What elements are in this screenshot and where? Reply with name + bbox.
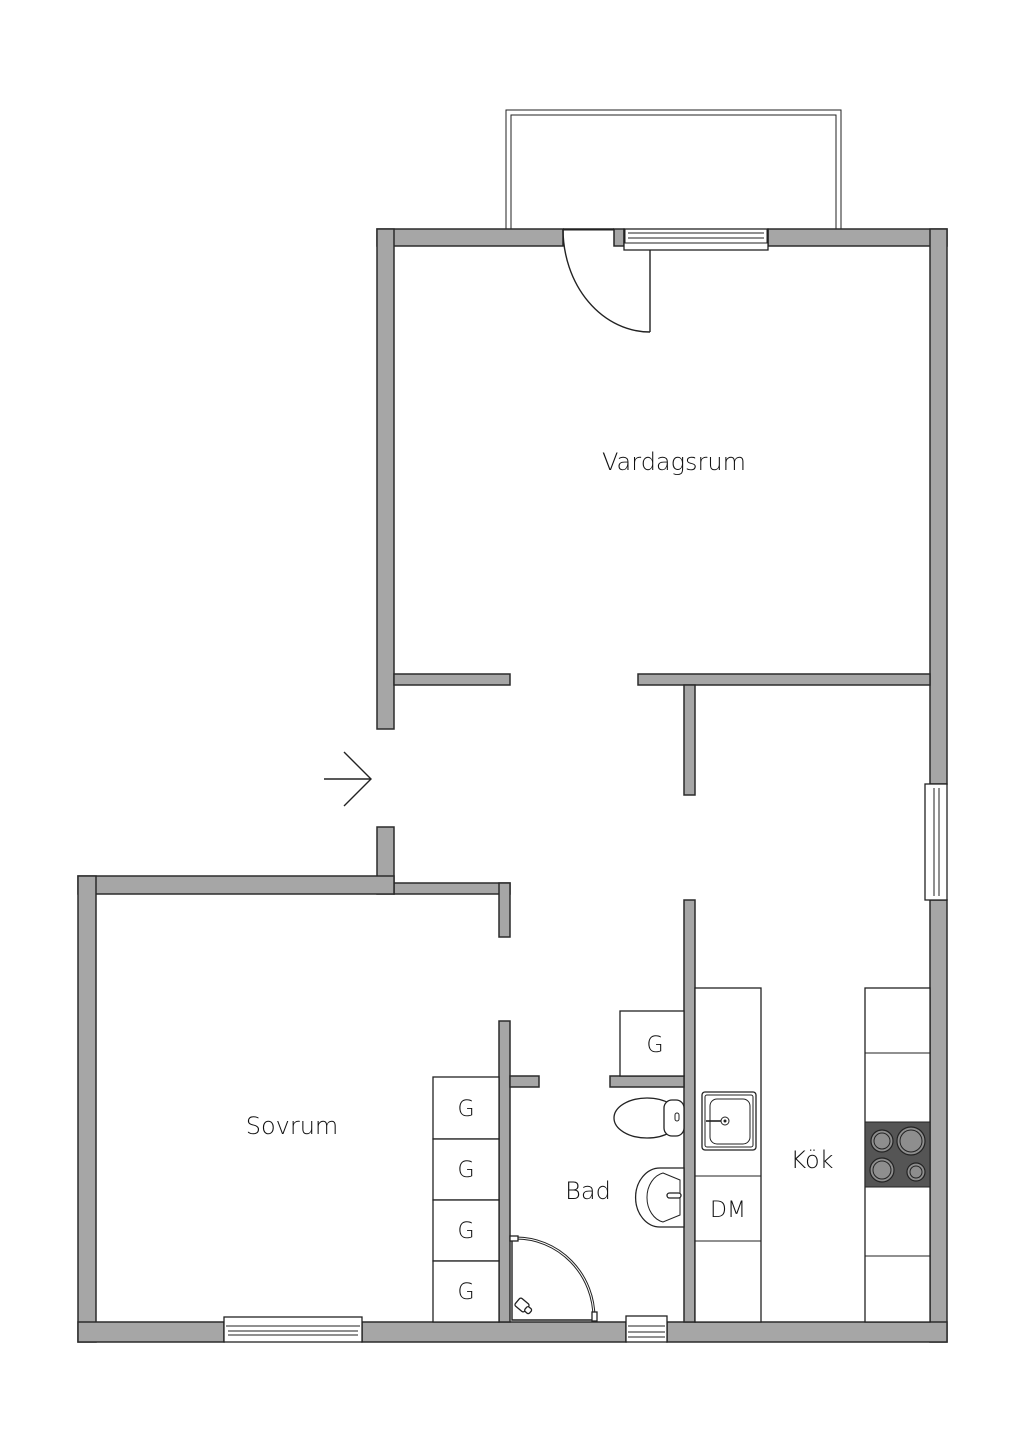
wardrobe-label: G — [646, 1033, 663, 1058]
shower-icon — [509, 1235, 598, 1322]
hob-icon — [864, 1121, 931, 1188]
entrance-arrow-icon — [324, 751, 372, 807]
room-label-bathroom: Bad — [565, 1177, 611, 1205]
room-label-kitchen: Kök — [790, 1146, 833, 1174]
window-bedroom-bottom — [223, 1316, 363, 1343]
walls — [77, 228, 948, 1343]
bath-sink-icon — [635, 1167, 685, 1228]
window-living-top — [623, 228, 769, 251]
bedroom-wardrobes — [432, 1076, 500, 1323]
wardrobe-label: G — [457, 1280, 474, 1305]
room-label-living: Vardagsrum — [602, 448, 746, 476]
wardrobe-label: G — [457, 1097, 474, 1122]
hall-wardrobe — [619, 1010, 685, 1077]
wardrobe-label: G — [457, 1158, 474, 1183]
dishwasher-label: DM — [710, 1198, 746, 1223]
room-label-bedroom: Sovrum — [246, 1112, 339, 1140]
kitchen-left-counter — [694, 987, 762, 1323]
toilet-icon — [613, 1097, 685, 1139]
wardrobe-label: G — [457, 1219, 474, 1244]
kitchen-sink-icon — [701, 1091, 757, 1151]
balcony — [505, 109, 842, 231]
window-kitchen-right — [924, 783, 948, 901]
window-bathroom-bottom — [625, 1315, 668, 1343]
